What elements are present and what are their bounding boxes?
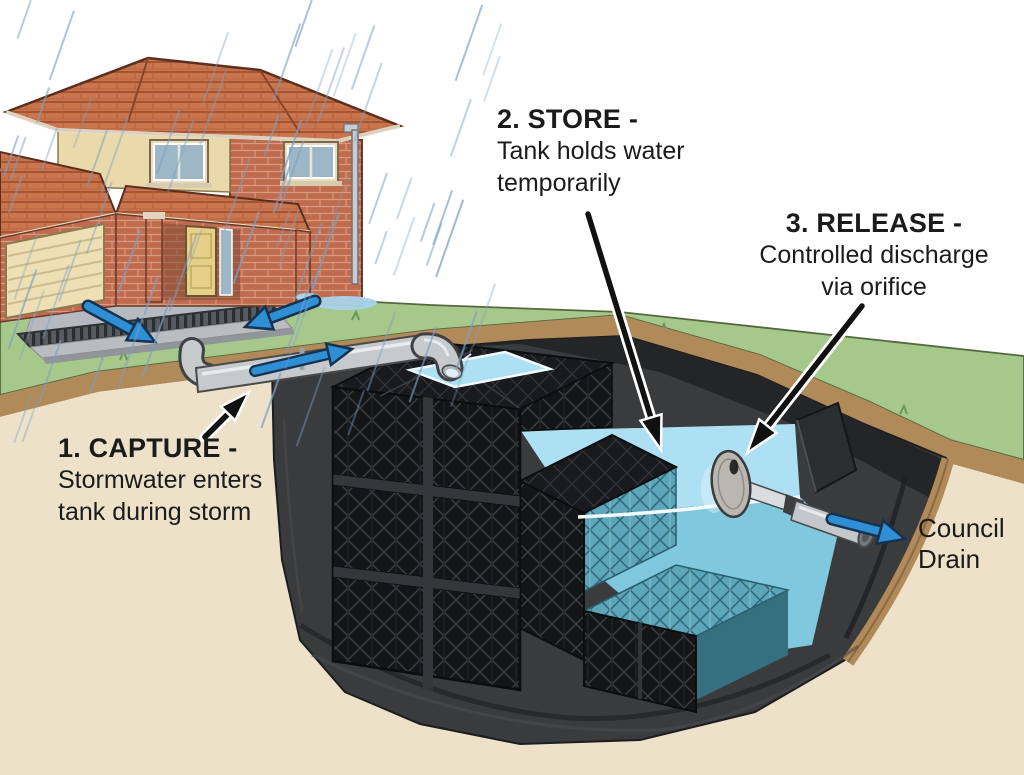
crate-divider: [423, 397, 433, 691]
capture-line2: tank during storm: [58, 498, 252, 526]
label-capture: 1. CAPTURE - Stormwater enters tank duri…: [58, 432, 262, 528]
label-council-drain: Council Drain: [918, 513, 1005, 575]
capture-line1: Stormwater enters: [58, 466, 263, 494]
crate-submerged-side: [696, 590, 788, 700]
capture-heading: 1. CAPTURE -: [58, 433, 238, 463]
store-line2: temporarily: [497, 169, 621, 197]
rain-streaks: [0, 0, 503, 447]
store-line1: Tank holds water: [497, 137, 685, 165]
council-line2: Drain: [918, 544, 981, 574]
outlet-assembly: [701, 449, 908, 549]
downpipe: [351, 129, 359, 285]
release-line1: Controlled discharge: [759, 241, 989, 269]
sidelight-window: [219, 228, 233, 296]
driveway-inflow-arrow-icon: [242, 294, 322, 331]
gutter: [5, 110, 401, 144]
detention-crate-tank: [329, 339, 858, 714]
crate-mid-front: [519, 479, 585, 662]
label-store: 2. STORE - Tank holds water temporarily: [497, 103, 685, 199]
topsoil-band: [0, 315, 1024, 484]
store-arrow-icon: [582, 208, 663, 454]
orifice-plate: [710, 449, 752, 519]
capture-arrow-icon: [199, 389, 252, 443]
release-heading: 3. RELEASE -: [785, 208, 963, 238]
label-release: 3. RELEASE - Controlled discharge via or…: [740, 207, 1008, 303]
orifice-hole: [729, 459, 739, 475]
driveway-inflow-arrow-icon: [81, 299, 158, 344]
council-line1: Council: [918, 513, 1005, 543]
release-line2: via orifice: [821, 273, 927, 301]
outlet-discharge-arrow-icon: [825, 512, 908, 546]
release-arrow-icon: [744, 300, 868, 457]
puddle: [313, 296, 377, 310]
garage-door: [5, 222, 105, 320]
upper-window: [146, 139, 212, 188]
store-heading: 2. STORE -: [497, 104, 639, 134]
inlet-pipe-flow-arrow-icon: [249, 341, 355, 377]
